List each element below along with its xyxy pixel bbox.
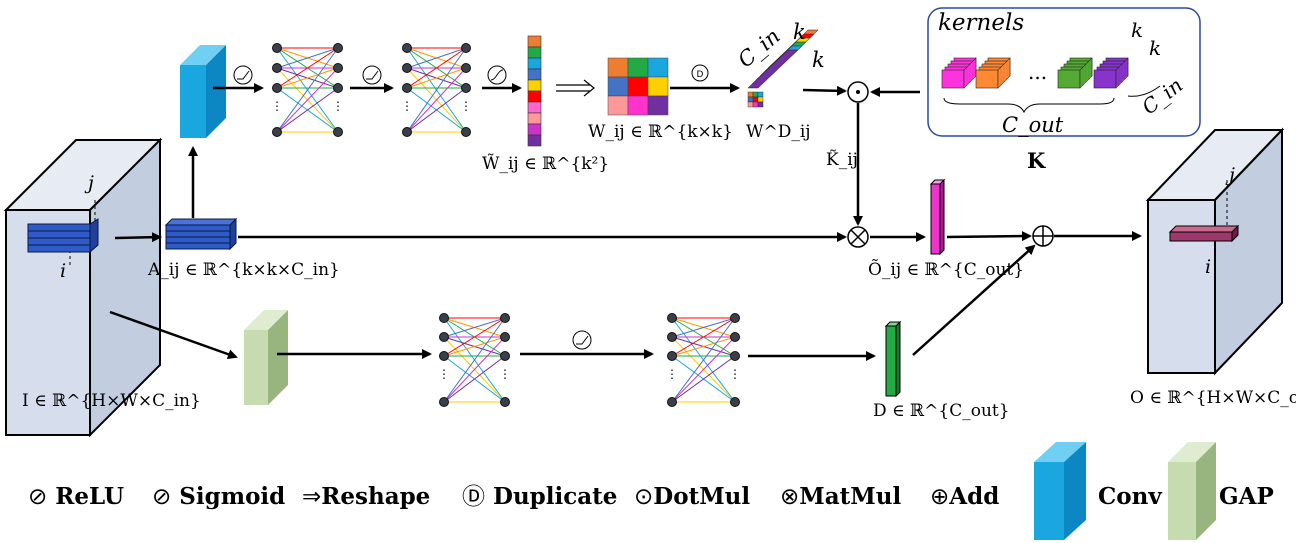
gap-block (244, 310, 288, 405)
add-icon: ⊕ (930, 484, 950, 510)
svg-text:⋮: ⋮ (666, 367, 678, 381)
weight-grid (607, 57, 669, 116)
matmul-icon: ⊗ (780, 484, 800, 510)
kernel-stacks (941, 57, 1129, 89)
dotmul-icon: ⊙ (634, 484, 654, 510)
weights-dup-label: W^D_ij (746, 122, 811, 142)
o-tilde-label: Õ_ij ∈ ℝ^{C_out} (868, 260, 1025, 280)
conv-block (180, 45, 226, 138)
input-tensor (3, 137, 163, 438)
svg-text:⋮: ⋮ (332, 99, 344, 113)
legend-gap: GAP (1219, 483, 1274, 510)
relu-icon: ⊘ (28, 484, 48, 510)
legend-matmul: ⊗MatMul (780, 483, 902, 510)
svg-text:⋮: ⋮ (401, 99, 413, 113)
weight-duplicated (747, 29, 819, 108)
svg-text:⋮: ⋮ (729, 367, 741, 381)
reshape-arrow (556, 79, 595, 97)
legend-relu: ⊘ ReLU (28, 483, 125, 510)
output-j-label: j (1229, 164, 1235, 186)
relu-op-2 (362, 65, 382, 85)
reshape-icon: ⇒ (302, 484, 322, 510)
legend-conv-icon (1034, 442, 1086, 540)
k-tilde-label: K̃_ij (826, 150, 858, 170)
mlp-1: ⋮⋮ (271, 43, 344, 137)
svg-text:⋮: ⋮ (499, 367, 511, 381)
d-vector (884, 320, 902, 398)
k-top-label-2: k (812, 48, 825, 72)
o-tilde-vector (929, 178, 946, 256)
input-j-label: j (88, 172, 94, 194)
duplicate-icon: Ⓓ (462, 484, 485, 510)
legend-reshape: ⇒Reshape (302, 483, 431, 510)
kernels-dots: ... (1028, 60, 1048, 84)
legend-gap-icon (1168, 442, 1216, 540)
legend-sigmoid: ⊘ Sigmoid (152, 483, 286, 510)
kernels-name: K (1027, 148, 1046, 173)
k-top-label-1: k (793, 20, 806, 44)
legend-dotmul: ⊙DotMul (634, 483, 751, 510)
duplicate-op: D (691, 64, 709, 82)
svg-text:D: D (697, 70, 704, 80)
op-dotmul (847, 81, 869, 103)
mlp-3: ⋮⋮ (438, 313, 511, 407)
output-i-label: i (1205, 256, 1212, 278)
legend-conv: Conv (1098, 483, 1162, 510)
input-label: I ∈ ℝ^{H×W×C_in} (22, 391, 201, 411)
sigmoid-icon: ⊘ (152, 484, 172, 510)
input-i-label: i (60, 260, 67, 282)
svg-text:⋮: ⋮ (438, 367, 450, 381)
output-label: O ∈ ℝ^{H×W×C_out} (1130, 388, 1296, 408)
mlp-networks: ⋮⋮⋮⋮⋮⋮⋮⋮ (271, 43, 741, 407)
weights-flat-label: W̃_ij ∈ ℝ^{k²} (482, 154, 610, 174)
weights-grid-label: W_ij ∈ ℝ^{k×k} (588, 122, 733, 142)
legend-add: ⊕Add (930, 483, 1000, 510)
relu-op-1 (233, 65, 253, 85)
legend-duplicate: Ⓓ Duplicate (462, 483, 618, 510)
mlp-4: ⋮⋮ (666, 313, 741, 407)
arrows (109, 83, 1142, 361)
weight-vector (527, 35, 542, 147)
kernels-k1: k (1131, 18, 1144, 42)
mlp-2: ⋮⋮ (401, 43, 472, 137)
relu-op-3 (572, 330, 592, 350)
svg-text:⋮: ⋮ (271, 99, 283, 113)
op-add (1032, 225, 1054, 247)
d-vector-label: D ∈ ℝ^{C_out} (873, 401, 1010, 421)
output-tensor (1145, 127, 1285, 376)
kernels-cout: C_out (1002, 113, 1064, 137)
sigmoid-op (487, 65, 507, 85)
patch-label: A_ij ∈ ℝ^{k×k×C_in} (148, 260, 340, 280)
kernels-k2: k (1149, 36, 1162, 60)
patch-a (164, 217, 238, 251)
kernels-title: kernels (938, 10, 1025, 36)
svg-text:⋮: ⋮ (460, 99, 472, 113)
op-matmul (847, 226, 869, 248)
input-patch (27, 218, 99, 254)
